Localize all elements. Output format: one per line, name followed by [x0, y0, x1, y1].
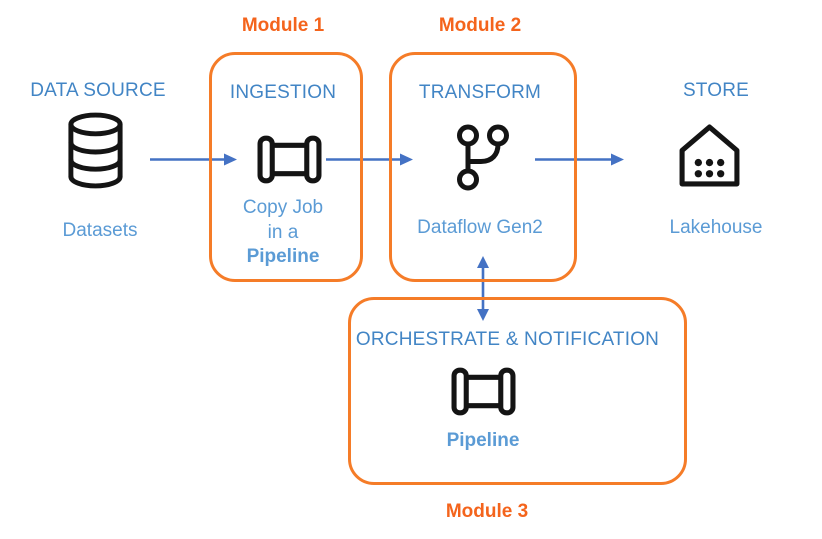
store-heading: STORE	[682, 80, 750, 101]
module1-label: Module 1	[241, 15, 325, 36]
module1-caption-line2: in a	[267, 222, 299, 243]
data-source-caption: Datasets	[62, 220, 138, 241]
database-icon	[64, 111, 127, 191]
lakehouse-icon	[677, 121, 742, 194]
module3-caption: Pipeline	[446, 430, 520, 451]
module2-box	[389, 52, 577, 282]
module3-label: Module 3	[445, 501, 529, 522]
pipeline-icon	[451, 367, 516, 416]
pipeline-icon	[257, 135, 322, 184]
module2-caption: Dataflow Gen2	[417, 217, 543, 238]
data-source-heading: DATA SOURCE	[30, 80, 166, 101]
arrow-datasource-to-module1	[150, 151, 238, 168]
module1-box	[209, 52, 363, 282]
module3-box	[348, 297, 687, 485]
module2-heading: TRANSFORM	[418, 82, 542, 103]
module1-caption-line3: Pipeline	[246, 246, 320, 267]
module2-label: Module 2	[438, 15, 522, 36]
arrow-module2-module3-bidirectional	[474, 255, 492, 322]
module3-heading: ORCHESTRATE & NOTIFICATION	[355, 329, 660, 350]
store-caption: Lakehouse	[669, 217, 763, 238]
module1-heading: INGESTION	[229, 82, 337, 103]
dataflow-gen2-icon	[453, 122, 513, 193]
module1-caption-line1: Copy Job	[242, 197, 324, 218]
